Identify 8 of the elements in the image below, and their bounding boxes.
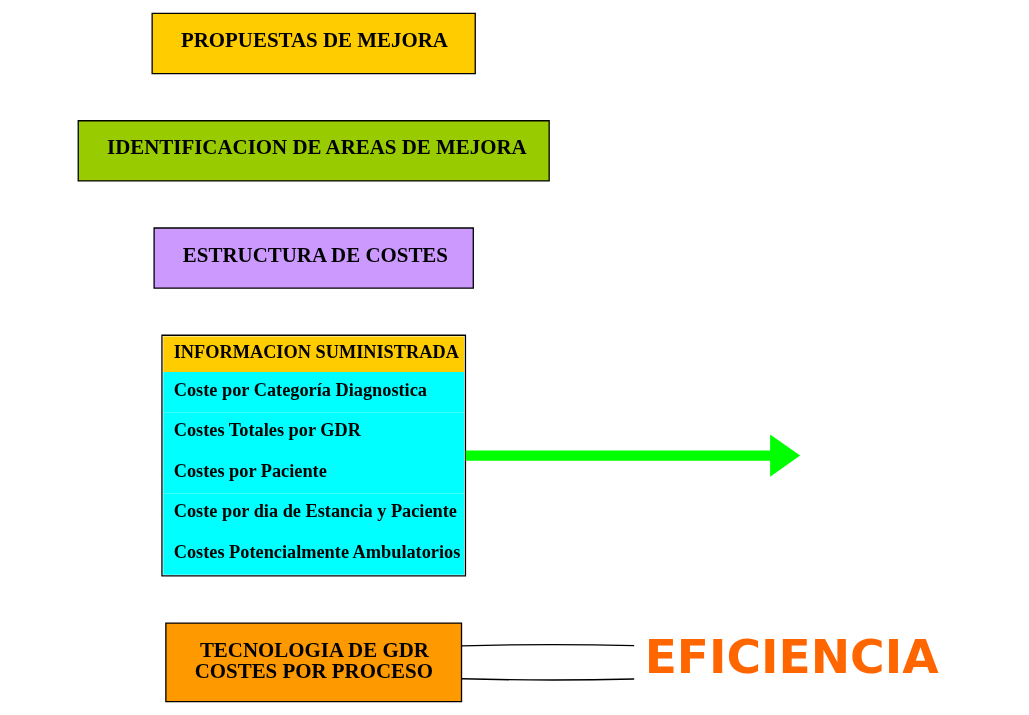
node-box: IDENTIFICACION DE AREAS DE MEJORA [77, 120, 550, 182]
connector [461, 644, 635, 647]
connector [461, 678, 635, 681]
node-text: EFICIENCIA [644, 628, 939, 684]
arrow [465, 434, 801, 477]
node-box: PROPUESTAS DE MEJORA [151, 12, 476, 75]
node-box: TECNOLOGIA DE GDR COSTES POR PROCESO [165, 622, 463, 703]
node-box: ESTRUCTURA DE COSTES [153, 227, 474, 289]
